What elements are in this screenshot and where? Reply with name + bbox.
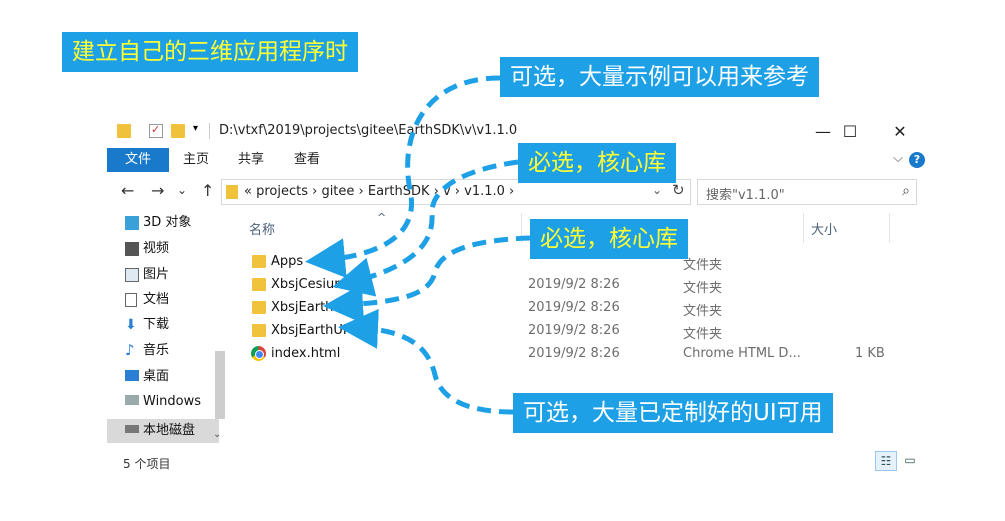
close-button[interactable]: ✕ — [893, 122, 907, 141]
file-type: Chrome HTML D... — [683, 346, 801, 361]
address-path[interactable]: « projects › gitee › EarthSDK › v › v1.1… — [244, 184, 515, 199]
pictures-icon — [125, 268, 139, 282]
large-icons-view-button[interactable]: ▭ — [904, 453, 916, 467]
up-button[interactable]: ↑ — [201, 181, 215, 200]
chrome-icon — [251, 346, 266, 361]
file-name: XbsjEarthUI — [271, 323, 347, 338]
earth-callout: 必选，核心库 — [530, 219, 688, 259]
window-title: D:\vtxf\2019\projects\gitee\EarthSDK\v\v… — [219, 123, 518, 138]
file-date: 2019/9/2 8:26 — [528, 277, 620, 292]
sidebar-item-downloads[interactable]: 下载 — [143, 317, 170, 332]
file-type: 文件夹 — [683, 258, 723, 273]
column-name[interactable]: 名称 — [249, 223, 276, 238]
folder-icon — [252, 301, 266, 314]
folder-icon — [252, 255, 266, 268]
3d-objects-icon — [125, 216, 139, 230]
sidebar-item-video[interactable]: 视频 — [143, 241, 170, 256]
tab-share[interactable]: 共享 — [238, 152, 265, 167]
file-date: 2019/9/2 8:26 — [528, 323, 620, 338]
title-bar: ▾ D:\vtxf\2019\projects\gitee\EarthSDK\v… — [107, 117, 927, 147]
local-disk-icon — [125, 425, 139, 433]
forward-button[interactable]: → — [151, 181, 165, 200]
navigation-bar: ← → ⌄ ↑ « projects › gitee › EarthSDK › … — [107, 177, 927, 207]
file-date: 2019/9/2 8:26 — [528, 346, 620, 361]
address-dropdown-icon[interactable]: ⌄ — [652, 183, 663, 197]
file-type: 文件夹 — [683, 304, 723, 319]
folder-icon — [252, 324, 266, 337]
column-separator[interactable] — [521, 213, 522, 243]
cesium-callout: 必选，核心库 — [518, 143, 676, 183]
tab-home[interactable]: 主页 — [183, 152, 210, 167]
search-input[interactable]: 搜索"v1.1.0" ⌕ — [697, 179, 917, 205]
table-row[interactable]: index.html 2019/9/2 8:26 Chrome HTML D..… — [235, 343, 925, 366]
sidebar-scrollbar-thumb[interactable] — [215, 351, 225, 419]
navigation-pane: 3D 对象 视频 图片 文档 ⬇ 下载 ♪ 音乐 桌面 Windows 本地磁盘… — [107, 211, 225, 447]
tab-file[interactable]: 文件 — [107, 148, 169, 172]
properties-icon[interactable] — [149, 123, 163, 138]
item-count: 5 个项目 — [123, 457, 171, 471]
file-name: XbsjCesium — [271, 277, 347, 292]
scroll-down-icon[interactable]: ⌄ — [213, 429, 222, 440]
back-button[interactable]: ← — [121, 181, 135, 200]
title-callout: 建立自己的三维应用程序时 — [62, 32, 358, 72]
tab-view[interactable]: 查看 — [294, 152, 321, 167]
file-type: 文件夹 — [683, 281, 723, 296]
ui-callout: 可选，大量已定制好的UI可用 — [513, 393, 833, 433]
file-type: 文件夹 — [683, 327, 723, 342]
sidebar-item-3d-objects[interactable]: 3D 对象 — [143, 215, 192, 230]
separator — [209, 123, 210, 139]
chevron-down-icon[interactable]: ▾ — [193, 123, 199, 134]
ribbon: 文件 主页 共享 查看 ⌵ ? — [107, 148, 927, 172]
music-icon: ♪ — [125, 341, 135, 359]
sidebar-item-pictures[interactable]: 图片 — [143, 267, 170, 282]
help-icon[interactable]: ? — [909, 152, 925, 168]
column-separator[interactable] — [889, 213, 890, 243]
sidebar-item-windows[interactable]: Windows — [143, 394, 202, 409]
minimize-button[interactable]: — — [815, 122, 831, 141]
file-date: 2019/9/2 8:26 — [528, 300, 620, 315]
folder-icon — [252, 278, 266, 291]
sidebar-item-local-disk[interactable]: 本地磁盘 — [143, 423, 196, 438]
table-row[interactable]: XbsjEarth 2019/9/2 8:26 文件夹 — [235, 297, 925, 320]
downloads-icon: ⬇ — [125, 317, 137, 333]
column-separator[interactable] — [803, 213, 804, 243]
folder-icon — [226, 185, 238, 199]
sort-arrow-icon: ^ — [377, 211, 387, 224]
file-list: 名称 ^ 大小 Apps 文件夹 XbsjCesium 2019/9/2 8:2… — [235, 211, 925, 451]
maximize-button[interactable]: ☐ — [842, 122, 858, 141]
refresh-icon[interactable]: ↻ — [672, 181, 685, 199]
file-name: Apps — [271, 254, 304, 269]
file-size: 1 KB — [855, 346, 885, 361]
new-folder-icon[interactable] — [171, 124, 185, 138]
search-placeholder: 搜索"v1.1.0" — [706, 188, 785, 203]
sidebar-item-documents[interactable]: 文档 — [143, 292, 170, 307]
ribbon-collapse-icon[interactable]: ⌵ — [893, 151, 903, 166]
file-name: index.html — [271, 346, 341, 361]
apps-callout: 可选，大量示例可以用来参考 — [500, 57, 819, 97]
recent-locations-button[interactable]: ⌄ — [177, 183, 188, 197]
search-icon[interactable]: ⌕ — [902, 183, 910, 199]
file-name: XbsjEarth — [271, 300, 334, 315]
sidebar-item-desktop[interactable]: 桌面 — [143, 369, 170, 384]
windows-drive-icon — [125, 395, 139, 405]
details-view-button[interactable]: ☷ — [875, 451, 897, 471]
folder-icon — [117, 124, 131, 138]
table-row[interactable]: Apps 文件夹 — [235, 251, 925, 274]
table-row[interactable]: XbsjCesium 2019/9/2 8:26 文件夹 — [235, 274, 925, 297]
column-size[interactable]: 大小 — [811, 223, 838, 238]
sidebar-item-music[interactable]: 音乐 — [143, 343, 170, 358]
desktop-icon — [125, 370, 139, 381]
video-icon — [125, 242, 139, 256]
documents-icon — [125, 293, 137, 307]
table-row[interactable]: XbsjEarthUI 2019/9/2 8:26 文件夹 — [235, 320, 925, 343]
